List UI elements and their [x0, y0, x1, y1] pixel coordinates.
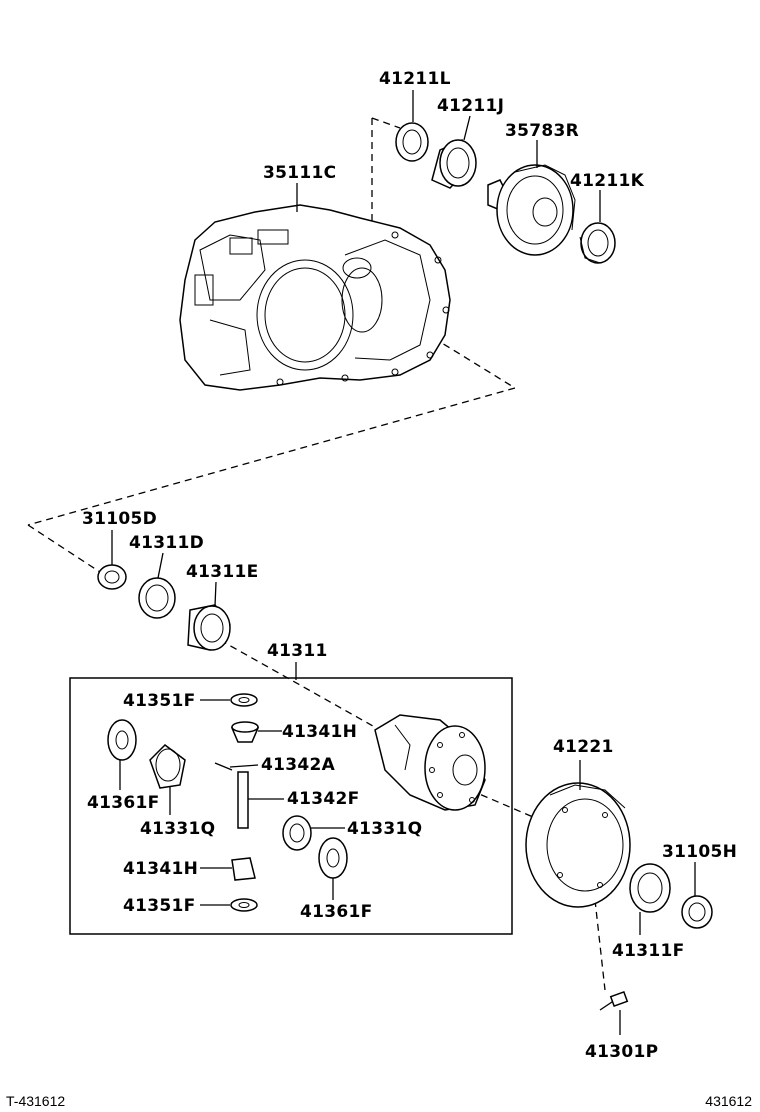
part-41211L-shim[interactable] [395, 122, 429, 162]
part-41361F-washer-right[interactable] [318, 837, 348, 879]
transaxle-case-35111C[interactable] [179, 204, 451, 391]
part-41311F-bearing[interactable] [629, 863, 671, 913]
label-41342A[interactable]: 41342A [261, 755, 336, 775]
label-41211J[interactable]: 41211J [437, 96, 504, 116]
footer-right-code: 431612 [705, 1093, 752, 1109]
part-31105D-seal[interactable] [97, 564, 127, 590]
part-41342A-pin[interactable] [214, 762, 233, 771]
label-41351F-bottom[interactable]: 41351F [123, 896, 196, 916]
label-35783R[interactable]: 35783R [505, 121, 579, 141]
part-41331Q-gear-left[interactable] [149, 744, 186, 789]
part-31105H-seal[interactable] [681, 895, 713, 929]
label-41341H-left[interactable]: 41341H [123, 859, 198, 879]
label-41221[interactable]: 41221 [553, 737, 614, 757]
label-41211L[interactable]: 41211L [379, 69, 451, 89]
leader-lines [111, 90, 696, 1035]
part-41341H-gear-bottom[interactable] [231, 857, 256, 881]
label-31105D[interactable]: 31105D [82, 509, 157, 529]
part-labels: 41211L 41211J 35783R 41211K 35111C 31105… [82, 69, 737, 1062]
label-41311E[interactable]: 41311E [186, 562, 259, 582]
part-35783R-gear[interactable] [487, 164, 576, 256]
part-41311D-shim[interactable] [138, 577, 176, 619]
label-41301P[interactable]: 41301P [585, 1042, 658, 1062]
footer-left-code: T-431612 [6, 1093, 65, 1109]
part-41351F-washer-top[interactable] [230, 693, 258, 707]
part-41311-differential-case[interactable] [374, 714, 486, 811]
part-41211J-bearing[interactable] [431, 138, 477, 189]
part-41341H-gear-top[interactable] [230, 721, 260, 743]
part-41331Q-gear-right[interactable] [282, 815, 312, 851]
part-41342F-shaft[interactable] [237, 771, 249, 829]
label-41311F[interactable]: 41311F [612, 941, 685, 961]
part-41301P-bolt[interactable] [599, 990, 629, 1011]
label-41341H-right[interactable]: 41341H [282, 722, 357, 742]
differential-kit-box [69, 677, 513, 935]
part-41221-ring-gear[interactable] [525, 782, 631, 908]
label-41211K[interactable]: 41211K [570, 171, 645, 191]
label-41331Q-right[interactable]: 41331Q [347, 819, 422, 839]
label-35111C[interactable]: 35111C [263, 163, 336, 183]
label-31105H[interactable]: 31105H [662, 842, 737, 862]
label-41361F-left[interactable]: 41361F [87, 793, 160, 813]
part-41351F-washer-bottom[interactable] [230, 898, 258, 912]
part-41211K-bearing[interactable] [579, 222, 616, 264]
label-41342F[interactable]: 41342F [287, 789, 360, 809]
label-41361F-right[interactable]: 41361F [300, 902, 373, 922]
part-41311E-bearing[interactable] [187, 604, 231, 651]
label-41331Q-left[interactable]: 41331Q [140, 819, 215, 839]
label-41311[interactable]: 41311 [267, 641, 328, 661]
label-41311D[interactable]: 41311D [129, 533, 204, 553]
label-41351F-top[interactable]: 41351F [123, 691, 196, 711]
part-41361F-washer-left[interactable] [107, 719, 137, 761]
